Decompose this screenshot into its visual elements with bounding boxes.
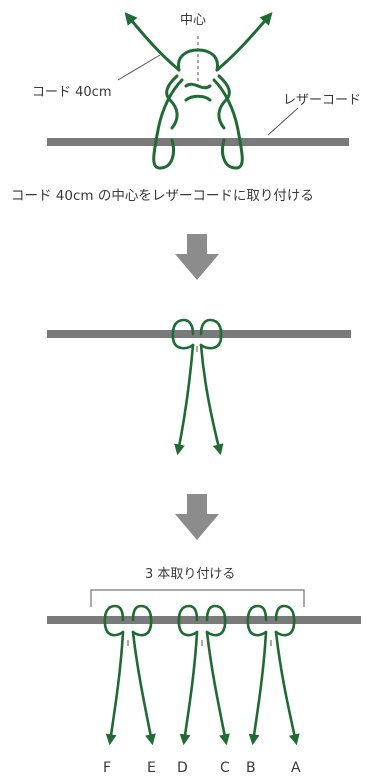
end-label-b: B	[246, 760, 256, 776]
step-1-caption: コード 40cm の中心をレザーコードに取り付ける	[11, 188, 314, 204]
end-label-c: C	[220, 760, 230, 776]
laser-cord-label: レザーコード	[283, 93, 361, 108]
cord-label-leader	[117, 54, 161, 81]
end-label-e: E	[147, 760, 156, 776]
laser-cord-bar	[47, 138, 349, 146]
down-arrow-icon	[175, 234, 219, 280]
center-label: 中心	[180, 13, 206, 28]
attached-cord	[171, 318, 224, 456]
end-label-f: F	[103, 760, 111, 776]
laser-cord-bar	[47, 330, 351, 338]
attached-cord-1	[103, 604, 156, 746]
laser-cord-bar	[47, 616, 361, 624]
bracket-label: 3 本取り付ける	[145, 567, 235, 582]
step-3-diagram: 3 本取り付ける	[47, 567, 361, 776]
step-2-diagram	[47, 318, 351, 456]
step-1-diagram: 中心 コード 40cm レザーコード コード 40cm の中心をレザーコードに取…	[11, 12, 361, 204]
end-label-a: A	[291, 760, 301, 776]
attached-cord-3	[246, 604, 300, 746]
laser-cord-label-leader	[267, 107, 299, 136]
attached-cord-2	[177, 604, 230, 746]
cord-40cm-loop	[124, 12, 273, 170]
down-arrow-icon	[175, 494, 219, 540]
end-label-d: D	[177, 760, 188, 776]
cord-label: コード 40cm	[32, 85, 112, 100]
bracket	[90, 589, 305, 607]
